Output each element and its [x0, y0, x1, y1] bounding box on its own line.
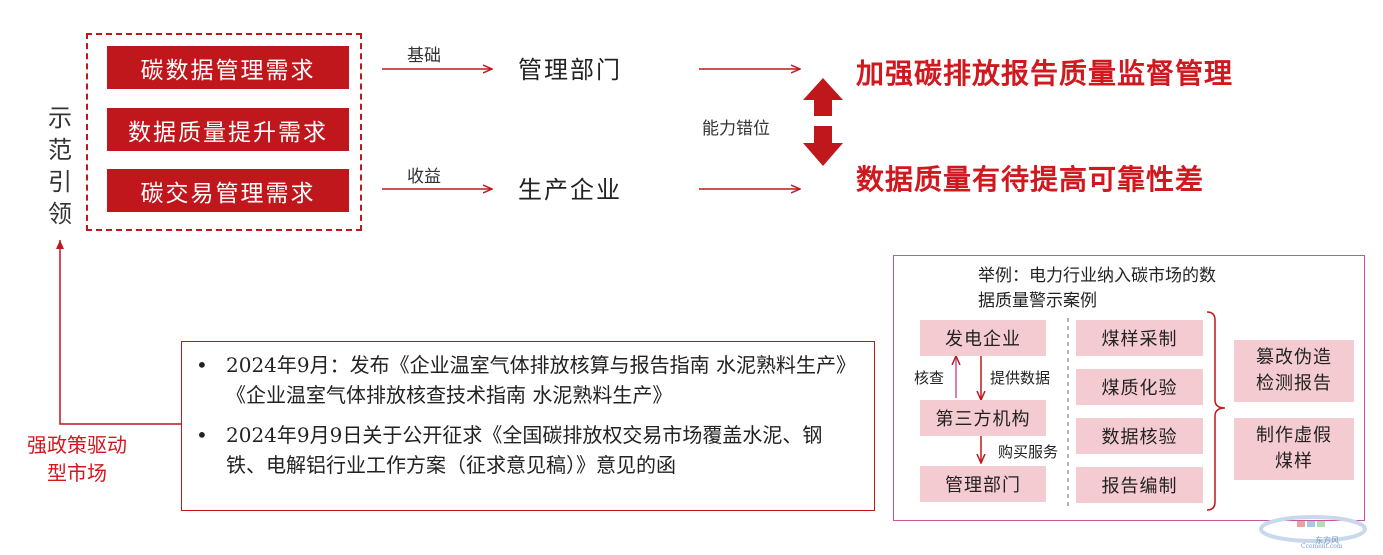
label-profit: 收益 [407, 167, 441, 187]
step-coal-sampling: 煤样采制 [1076, 320, 1203, 356]
side-label-char: 引 [48, 168, 72, 196]
label-provide-data: 提供数据 [990, 369, 1051, 387]
example-panel [893, 255, 1365, 521]
brace-bracket [1206, 311, 1226, 511]
example-title: 举例：电力行业纳入碳市场的数据质量警示案例 [978, 266, 1216, 311]
label-capability-mismatch: 能力错位 [702, 119, 770, 139]
watermark-swoosh-icon [1259, 515, 1367, 543]
outcome-strengthen-supervision: 加强碳排放报告质量监督管理 [856, 57, 1234, 90]
bullet-icon: • [196, 423, 208, 447]
step-data-verification: 数据核验 [1076, 418, 1203, 454]
result-fake-coal-sample: 制作虚假煤样 [1234, 418, 1354, 480]
needs-group-frame [86, 33, 362, 231]
bullet-icon: • [196, 353, 208, 377]
node-third-party: 第三方机构 [920, 400, 1046, 436]
need-data-quality-improvement: 数据质量提升需求 [107, 108, 349, 151]
node-management-department: 管理部门 [518, 56, 622, 84]
down-arrow-icon [803, 126, 843, 166]
need-carbon-trading-management: 碳交易管理需求 [107, 169, 349, 212]
watermark-subtext: Ccement.com [1301, 543, 1343, 550]
node-management-dept: 管理部门 [920, 466, 1046, 502]
policy-driven-market-label: 强政策驱动型市场 [27, 433, 127, 485]
policy-box: • 2024年9月：发布《企业温室气体排放核算与报告指南 水泥熟料生产》《企业温… [181, 341, 875, 511]
policy-text: 2024年9月：发布《企业温室气体排放核算与报告指南 水泥熟料生产》《企业温室气… [226, 353, 856, 407]
up-arrow-icon [803, 78, 843, 116]
label-buy-service: 购买服务 [998, 443, 1059, 461]
watermark-logo: 东方风 Ccement.com [1253, 509, 1373, 550]
policy-text: 2024年9月9日关于公开征求《全国碳排放权交易市场覆盖水泥、钢铁、电解铝行业工… [226, 423, 823, 477]
side-label-char: 领 [48, 200, 72, 228]
node-power-enterprise: 发电企业 [920, 320, 1046, 356]
result-falsified-report: 篡改伪造检测报告 [1234, 340, 1354, 402]
policy-item: • 2024年9月9日关于公开征求《全国碳排放权交易市场覆盖水泥、钢铁、电解铝行… [196, 420, 860, 480]
node-production-enterprise: 生产企业 [518, 176, 622, 204]
side-label-char: 范 [48, 136, 72, 164]
step-coal-testing: 煤质化验 [1076, 369, 1203, 405]
step-report-compilation: 报告编制 [1076, 467, 1203, 503]
watermark-text: 东方风 [1315, 536, 1339, 545]
side-label-demonstration: 示 范 引 领 [42, 102, 78, 230]
feedback-arrow [56, 240, 181, 425]
label-basis: 基础 [407, 46, 441, 66]
policy-item: • 2024年9月：发布《企业温室气体排放核算与报告指南 水泥熟料生产》《企业温… [196, 350, 860, 410]
label-verify: 核查 [914, 369, 945, 387]
side-label-char: 示 [48, 104, 72, 132]
need-carbon-data-management: 碳数据管理需求 [107, 46, 349, 89]
outcome-poor-data-quality: 数据质量有待提高可靠性差 [856, 163, 1205, 196]
